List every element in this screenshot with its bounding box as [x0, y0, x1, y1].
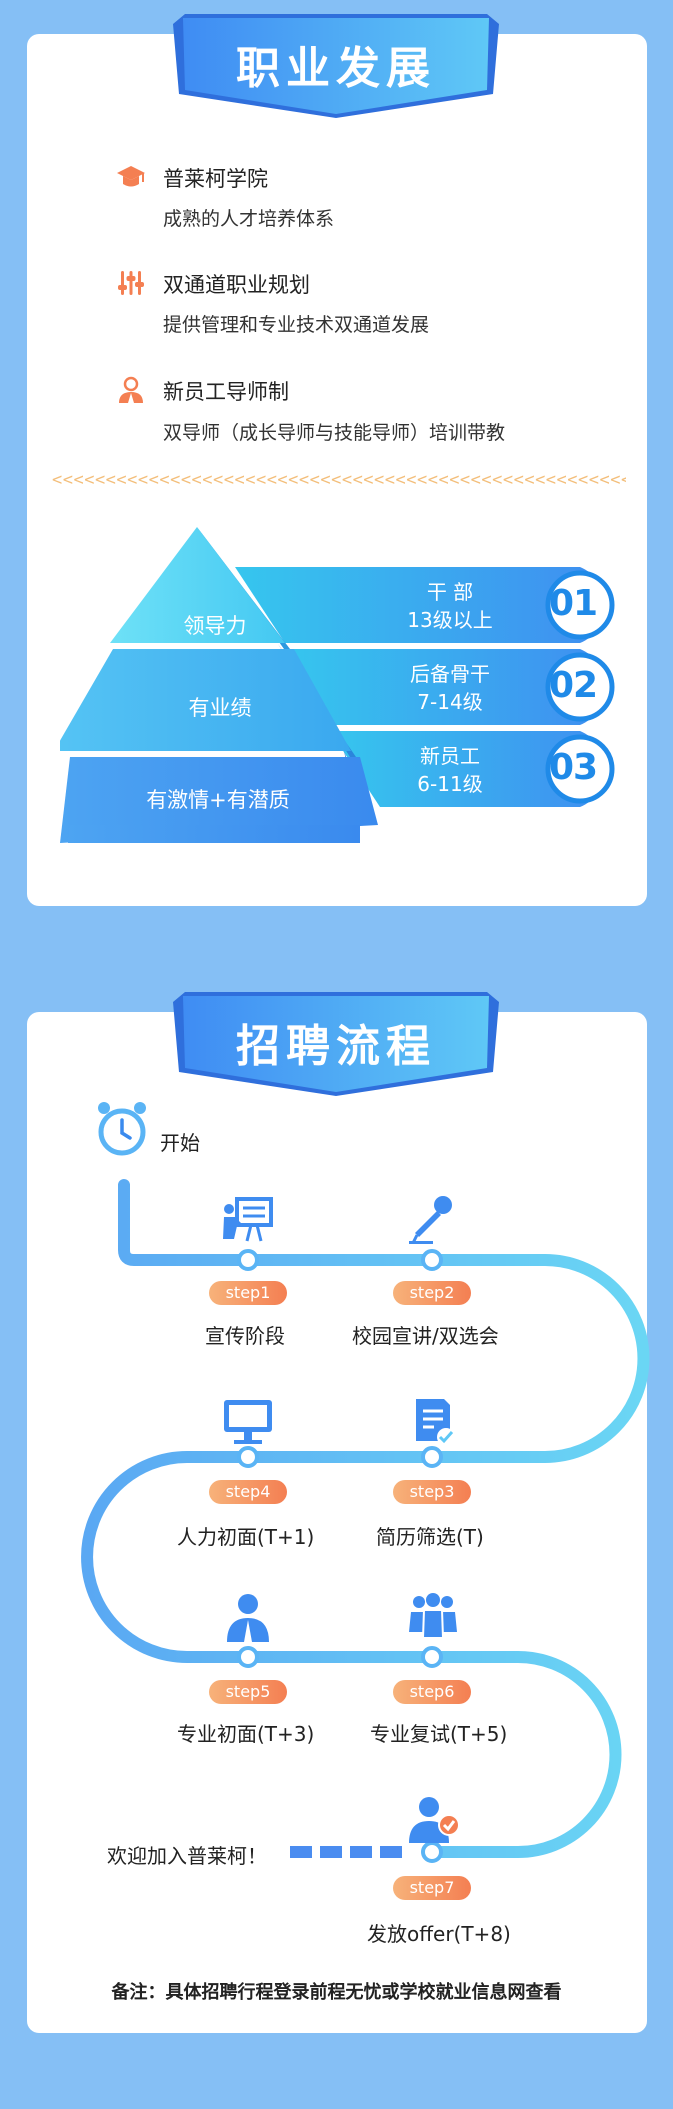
career-pyramid-graphic: [60, 527, 615, 843]
step-badge: step6: [393, 1680, 471, 1704]
tier-number: 02: [549, 665, 598, 706]
tier-name: 后备骨干: [410, 662, 490, 686]
chevron-divider: <<<<<<<<<<<<<<<<<<<<<<<<<<<<<<<<<<<<<<<<…: [52, 470, 626, 490]
tier-bar-2: [285, 649, 606, 725]
step-badge: step1: [209, 1281, 287, 1305]
section-title: 职业发展: [236, 43, 436, 94]
group-icon: [409, 1593, 457, 1639]
alarm-clock-icon: [98, 1102, 146, 1156]
interviewer-icon: [227, 1594, 269, 1642]
offer-person-icon: [409, 1797, 460, 1843]
feature-desc-dual-track: 提供管理和专业技术双通道发展: [163, 314, 430, 336]
pyramid-level-bottom: 有激情+有潜质: [146, 788, 290, 812]
step-badge: step4: [209, 1480, 287, 1504]
feature-title-mentor: 新员工导师制: [163, 380, 289, 404]
step-label: 专业初面(T+3): [177, 1722, 315, 1746]
recruitment-banner: 招聘流程: [173, 992, 499, 1102]
pyramid-level-middle: 有业绩: [188, 696, 252, 720]
tier-bar-1: [235, 567, 606, 643]
tier-number: 03: [549, 747, 598, 788]
monitor-icon: [224, 1400, 272, 1444]
step-badge: step5: [209, 1680, 287, 1704]
resume-check-icon: [416, 1399, 455, 1446]
banner-ribbon-shape: [173, 992, 499, 1096]
step-label: 专业复试(T+5): [370, 1722, 508, 1746]
step-label: 人力初面(T+1): [177, 1525, 315, 1549]
feature-desc-academy: 成熟的人才培养体系: [163, 208, 335, 230]
feature-title-academy: 普莱柯学院: [163, 167, 268, 191]
process-path: [81, 1179, 650, 1863]
tier-range: 13级以上: [407, 608, 493, 632]
recruitment-process-card: [27, 1012, 647, 2033]
footnote: 备注：具体招聘行程登录前程无忧或学校就业信息网查看: [111, 1982, 562, 2003]
section-title: 招聘流程: [236, 1021, 436, 1072]
pyramid-level-top: 领导力: [183, 614, 247, 638]
step-label: 宣传阶段: [205, 1324, 285, 1348]
welcome-text: 欢迎加入普莱柯！: [107, 1844, 267, 1868]
step-badge: step2: [393, 1281, 471, 1305]
tier-range: 6-11级: [417, 772, 483, 796]
step-label: 校园宣讲/双选会: [352, 1324, 499, 1348]
feature-desc-mentor: 双导师（成长导师与技能导师）培训带教: [163, 422, 506, 444]
step-label: 发放offer(T+8): [367, 1922, 511, 1946]
career-banner: 职业发展: [173, 14, 499, 124]
tier-name: 新员工: [420, 744, 480, 768]
tier-bar-3: [330, 731, 606, 807]
tier-number: 01: [549, 583, 598, 624]
feature-title-dual-track: 双通道职业规划: [163, 273, 310, 297]
start-label: 开始: [160, 1131, 200, 1155]
step-badge: step3: [393, 1480, 471, 1504]
banner-ribbon-shape: [173, 14, 499, 118]
tier-name: 干 部: [426, 580, 474, 604]
microphone-icon: [409, 1196, 452, 1244]
graduation-cap-icon: [117, 166, 145, 187]
tier-range: 7-14级: [417, 690, 483, 714]
step-label: 简历筛选(T): [376, 1525, 484, 1549]
equalizer-icon: [118, 271, 144, 295]
mentor-person-icon: [119, 376, 143, 403]
step-badge: step7: [393, 1876, 471, 1900]
presentation-board-icon: [223, 1197, 273, 1242]
